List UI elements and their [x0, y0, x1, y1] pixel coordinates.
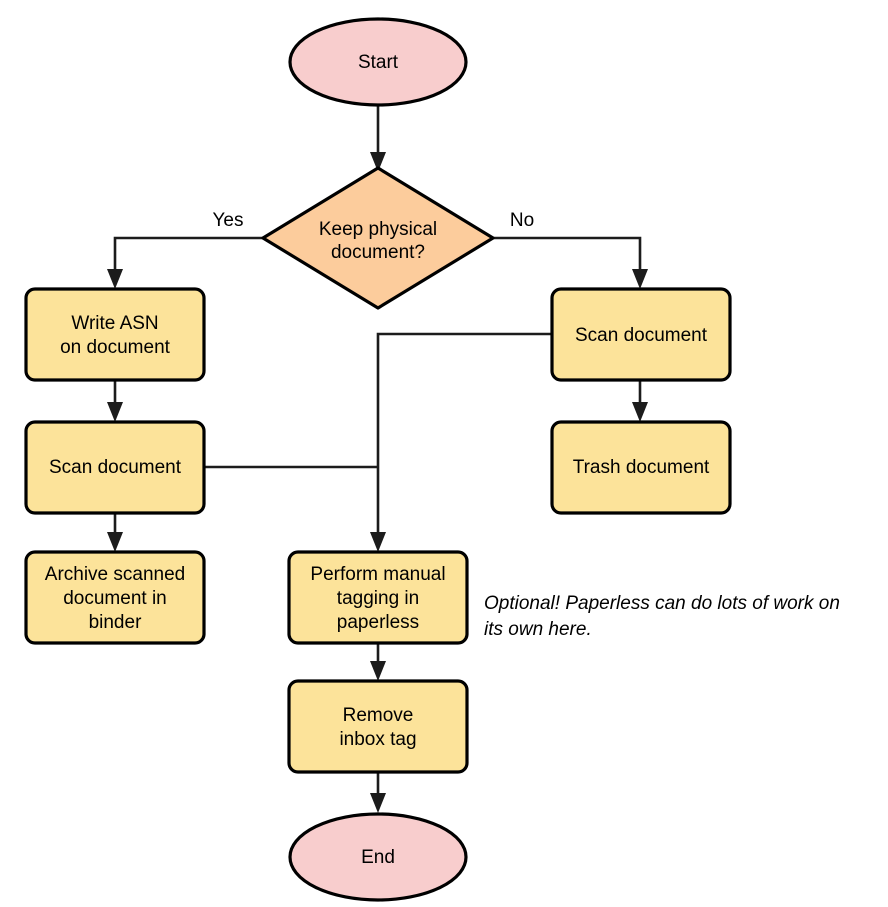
node-archive-label-line1: Archive scanned: [45, 564, 185, 585]
node-write-asn-label-line1: Write ASN: [71, 313, 158, 334]
node-manual-tagging-label-line2: tagging in: [337, 588, 419, 609]
node-remove-inbox-tag[interactable]: Remove inbox tag: [287, 679, 469, 774]
annotation-optional-note-line1: Optional! Paperless can do lots of work …: [484, 593, 840, 614]
edge-scan-right-to-manual-tagging: [370, 332, 552, 552]
node-manual-tagging-label-line3: paperless: [337, 612, 419, 633]
edge-label-no: No: [510, 210, 534, 231]
node-remove-inbox-label-line2: inbox tag: [339, 729, 416, 750]
node-end[interactable]: End: [288, 812, 468, 902]
edge-label-yes: Yes: [213, 210, 244, 231]
node-scan-document-right[interactable]: Scan document: [550, 287, 732, 382]
node-start[interactable]: Start: [288, 17, 468, 107]
annotation-optional-note-line2: its own here.: [484, 619, 592, 640]
edge-scan-right-to-trash: [632, 380, 648, 422]
edge-scan-left-to-archive: [107, 512, 123, 552]
node-trash-document-label: Trash document: [573, 457, 710, 478]
annotation-optional-note: Optional! Paperless can do lots of work …: [484, 593, 840, 640]
node-write-asn-on-document[interactable]: Write ASN on document: [24, 287, 206, 382]
node-decision-label-line1: Keep physical: [319, 219, 437, 240]
edge-decision-no-to-scan-right: [493, 236, 648, 289]
node-perform-manual-tagging[interactable]: Perform manual tagging in paperless: [287, 550, 469, 645]
edge-start-to-decision: [370, 106, 386, 172]
edge-decision-yes-to-write-asn: [107, 236, 263, 289]
node-archive-label-line2: document in: [63, 588, 167, 609]
node-decision-keep-physical-document[interactable]: Keep physical document?: [261, 166, 495, 310]
edge-manual-tagging-to-remove-inbox: [370, 643, 386, 681]
node-end-label: End: [361, 847, 395, 868]
node-start-label: Start: [358, 52, 399, 73]
edge-remove-inbox-to-end: [370, 772, 386, 813]
node-scan-document-left[interactable]: Scan document: [24, 420, 206, 515]
node-scan-document-right-label: Scan document: [575, 325, 708, 346]
node-archive-label-line3: binder: [89, 612, 142, 633]
node-trash-document[interactable]: Trash document: [550, 420, 732, 515]
node-decision-label-line2: document?: [331, 242, 425, 263]
node-archive-scanned-document[interactable]: Archive scanned document in binder: [24, 550, 206, 645]
node-remove-inbox-label-line1: Remove: [343, 705, 414, 726]
node-manual-tagging-label-line1: Perform manual: [310, 564, 445, 585]
node-scan-document-left-label: Scan document: [49, 457, 182, 478]
node-write-asn-label-line2: on document: [60, 337, 171, 358]
edge-write-asn-to-scan-left: [107, 380, 123, 422]
